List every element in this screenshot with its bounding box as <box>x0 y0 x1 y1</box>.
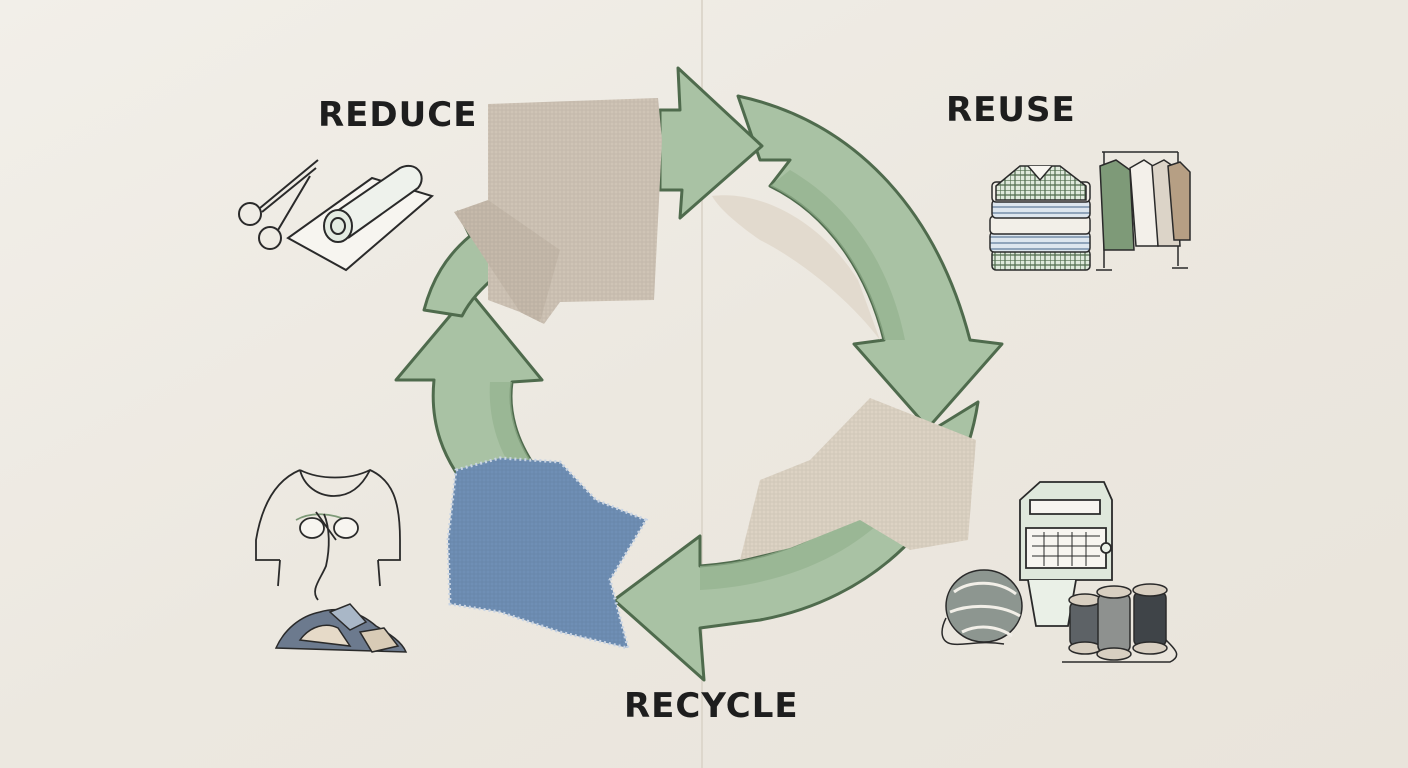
folded-shirts-icon <box>989 165 1091 271</box>
fabric-swatches <box>446 98 976 651</box>
fabric-scraps-pile-icon <box>274 603 408 653</box>
clothing-rack-icon <box>1096 151 1191 271</box>
sewing-by-hand-icon <box>255 469 401 601</box>
label-reduce: REDUCE <box>318 95 478 135</box>
arrow-reduce-to-reuse-inner <box>770 170 905 340</box>
textile-machine-icon <box>1019 481 1113 627</box>
thread-spools-icon <box>1062 583 1178 663</box>
fabric-roll-icon <box>286 165 435 272</box>
arrow-top-connector <box>658 66 764 220</box>
label-reuse: REUSE <box>946 90 1076 130</box>
label-recycle: RECYCLE <box>624 686 799 726</box>
yarn-ball-icon <box>941 569 1023 646</box>
scissors-icon <box>238 159 319 250</box>
arrow-recycle-to-reduce-inner <box>489 382 536 480</box>
cream-fabric-top <box>712 195 880 340</box>
